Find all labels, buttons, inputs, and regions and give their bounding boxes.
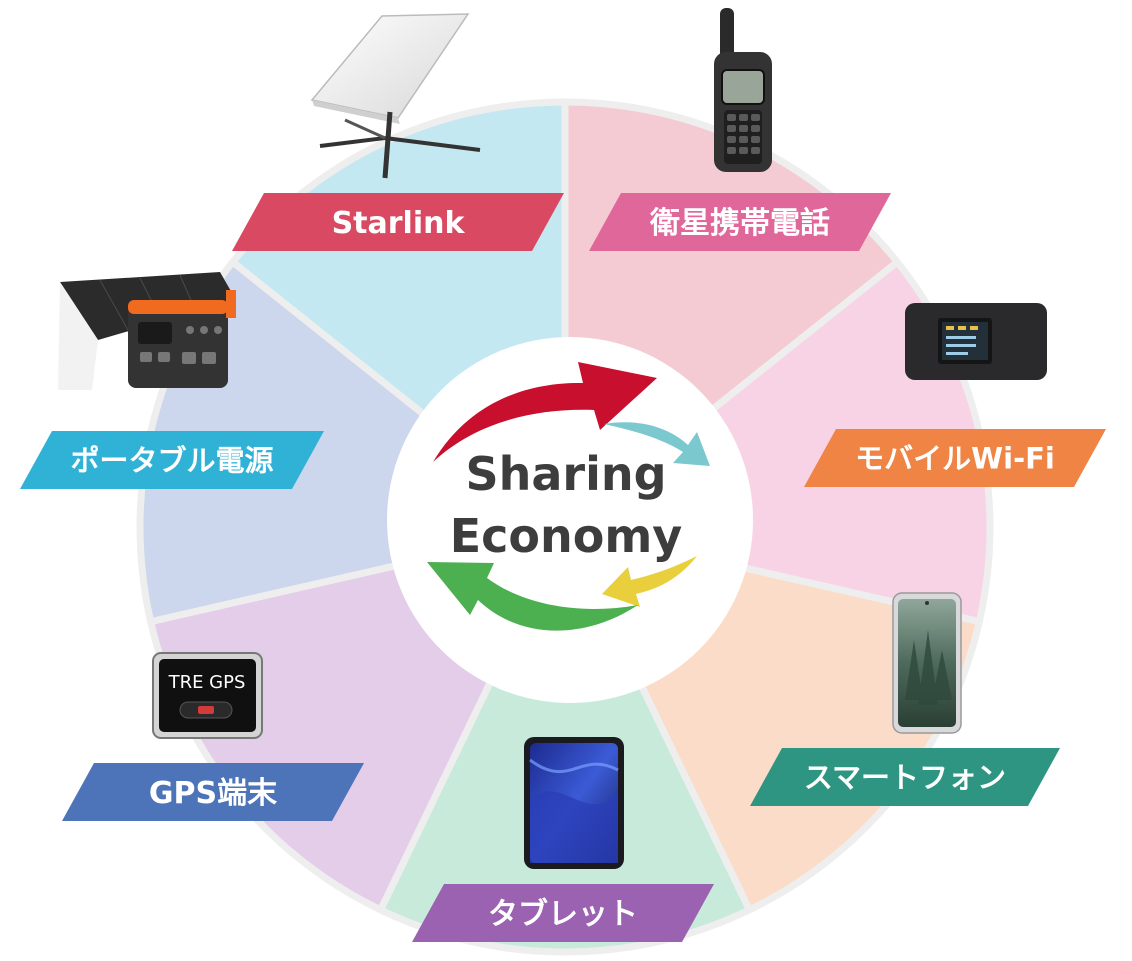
label-text-satphone: 衛星携帯電話 <box>649 206 830 241</box>
label-banner-power <box>20 431 324 489</box>
label-text-gps: GPS端末 <box>149 776 277 811</box>
label-banner-satphone <box>589 193 891 251</box>
label-banner-gps <box>62 763 364 821</box>
label-satphone: 衛星携帯電話 <box>589 193 891 251</box>
smartphone-icon <box>892 592 962 734</box>
label-gps: GPS端末 <box>62 763 364 821</box>
label-banner-tablet <box>412 884 714 942</box>
satellite-phone-icon <box>714 8 772 172</box>
label-banner-wifi <box>804 429 1106 487</box>
label-banner-starlink <box>232 193 564 251</box>
satellite-dish-icon <box>310 13 481 179</box>
label-text-smartphone: スマートフォン <box>804 760 1006 794</box>
center-hub: Sharing Economy <box>387 337 753 703</box>
hub-title-line-2: Economy <box>450 509 683 563</box>
gps-tracker-icon: TRE GPS <box>152 652 263 739</box>
label-smartphone: スマートフォン <box>750 748 1060 806</box>
arrow-yellow <box>602 556 697 607</box>
label-power: ポータブル電源 <box>20 431 324 489</box>
arrow-teal <box>604 422 710 466</box>
tablet-icon <box>524 737 624 869</box>
mobile-router-icon <box>905 303 1047 380</box>
label-text-tablet: タブレット <box>488 897 638 932</box>
label-wifi: モバイルWi-Fi <box>804 429 1106 487</box>
label-text-starlink: Starlink <box>332 206 466 241</box>
label-text-wifi: モバイルWi-Fi <box>855 441 1055 475</box>
gps-device-label: TRE GPS <box>168 672 246 693</box>
label-banner-smartphone <box>750 748 1060 806</box>
portable-power-station-icon <box>58 272 236 390</box>
hub-title-line-1: Sharing <box>465 447 666 501</box>
arrow-red <box>433 362 657 462</box>
label-starlink: Starlink <box>232 193 564 251</box>
arrow-green <box>427 562 638 631</box>
label-tablet: タブレット <box>412 884 714 942</box>
label-text-power: ポータブル電源 <box>70 443 273 477</box>
